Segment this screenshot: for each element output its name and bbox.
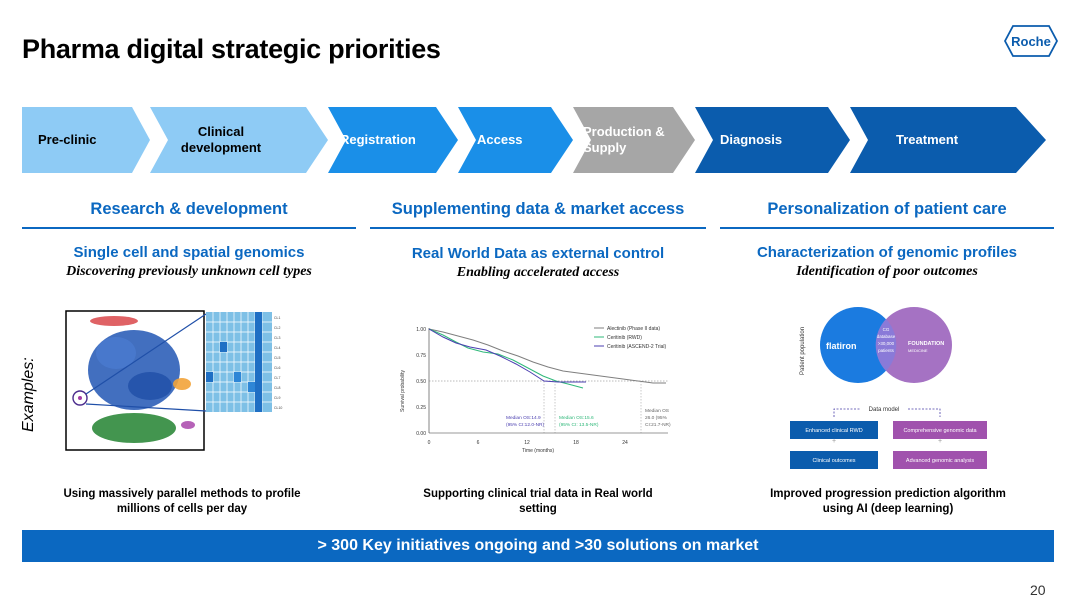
svg-text:CL9: CL9 bbox=[274, 396, 280, 400]
svg-text:CL2: CL2 bbox=[274, 326, 280, 330]
step-access: Access bbox=[477, 132, 523, 147]
box-advanced-genomic-analysis: Advanced genomic analysis bbox=[906, 458, 974, 464]
svg-text:24: 24 bbox=[622, 440, 628, 446]
svg-text:1.00: 1.00 bbox=[416, 327, 426, 333]
data-model-label: Data model bbox=[869, 407, 900, 413]
column-header-market-access: Supplementing data & market access bbox=[391, 200, 685, 218]
venn-ylabel: Patient population bbox=[800, 327, 806, 375]
key-initiatives-banner: > 300 Key initiatives ongoing and >30 so… bbox=[22, 530, 1054, 562]
svg-text:CL6: CL6 bbox=[274, 366, 280, 370]
caption-market-access: Supporting clinical trial data in Real w… bbox=[423, 488, 653, 515]
page-title: Pharma digital strategic priorities bbox=[22, 34, 441, 64]
svg-text:CI:21.7-NR): CI:21.7-NR) bbox=[645, 422, 671, 428]
step-pre-clinic: Pre-clinic bbox=[38, 132, 97, 147]
caption-rnd: Using massively parallel methods to prof… bbox=[63, 488, 301, 515]
svg-text:0.00: 0.00 bbox=[416, 431, 426, 437]
svg-text:CG: CG bbox=[883, 327, 890, 332]
svg-text:18: 18 bbox=[573, 440, 579, 446]
column-rule-patient-care bbox=[720, 227, 1054, 229]
svg-text:26.0 (95%: 26.0 (95% bbox=[645, 415, 668, 421]
svg-text:+: + bbox=[938, 438, 942, 445]
km-survival-chart: Survival probability 1.00 0.75 0.50 0.25… bbox=[400, 326, 671, 454]
column-rule-market-access bbox=[370, 227, 706, 229]
svg-text:CL3: CL3 bbox=[274, 336, 280, 340]
svg-text:CL10: CL10 bbox=[274, 406, 282, 410]
svg-text:MEDICINE: MEDICINE bbox=[908, 348, 928, 353]
svg-text:Median OS:15.6: Median OS:15.6 bbox=[559, 415, 594, 421]
km-ylabel: Survival probability bbox=[400, 370, 406, 412]
svg-text:Roche: Roche bbox=[1011, 34, 1051, 49]
svg-text:0.25: 0.25 bbox=[416, 405, 426, 411]
italic-single-cell: Discovering previously unknown cell type… bbox=[66, 264, 312, 279]
subtitle-single-cell: Single cell and spatial genomics bbox=[73, 244, 305, 261]
svg-text:Median OS: Median OS bbox=[645, 408, 669, 414]
svg-text:6: 6 bbox=[477, 440, 480, 446]
svg-text:0.75: 0.75 bbox=[416, 353, 426, 359]
svg-text:(95% CI:12.0-NR): (95% CI:12.0-NR) bbox=[506, 422, 545, 428]
km-curve-ceritinib-ascend bbox=[428, 328, 586, 383]
foundation-medicine-logo: FOUNDATION bbox=[908, 341, 944, 347]
column-header-patient-care: Personalization of patient care bbox=[767, 200, 1007, 218]
km-legend-ceritinib-ascend: Ceritinib (ASCEND-2 Trial) bbox=[607, 344, 667, 350]
km-xlabel: Time (months) bbox=[522, 448, 554, 454]
caption-patient-care: Improved progression prediction algorith… bbox=[770, 488, 1006, 515]
roche-logo: Roche bbox=[1004, 25, 1058, 57]
svg-text:CL8: CL8 bbox=[274, 386, 280, 390]
step-treatment: Treatment bbox=[896, 132, 959, 147]
venn-data-model: Patient population flatiron FOUNDATION M… bbox=[790, 307, 987, 469]
km-legend-ceritinib-rwd: Ceritinib (RWD) bbox=[607, 335, 642, 341]
examples-label: Examples: bbox=[20, 357, 37, 432]
svg-text:(95% CI: 13.5-NR): (95% CI: 13.5-NR) bbox=[559, 422, 599, 428]
chevron-production-supply bbox=[573, 107, 695, 173]
svg-text:0.50: 0.50 bbox=[416, 379, 426, 385]
pipeline-chevrons bbox=[22, 107, 1046, 173]
km-legend-alectinib: Alectinib (Phase II data) bbox=[607, 326, 660, 332]
chevron-access bbox=[458, 107, 573, 173]
chevron-registration bbox=[328, 107, 458, 173]
km-curve-alectinib bbox=[428, 328, 666, 384]
svg-text:>30,000: >30,000 bbox=[878, 341, 895, 346]
box-clinical-outcomes: Clinical outcomes bbox=[812, 458, 855, 464]
svg-text:CL4: CL4 bbox=[274, 346, 280, 350]
svg-text:CL1: CL1 bbox=[274, 316, 280, 320]
step-clinical-development: Clinical development bbox=[180, 124, 262, 155]
box-comprehensive-genomic-data: Comprehensive genomic data bbox=[903, 428, 977, 434]
chevron-pre-clinic bbox=[22, 107, 150, 173]
svg-text:Median OS:14.9: Median OS:14.9 bbox=[506, 415, 541, 421]
italic-genomic-profiles: Identification of poor outcomes bbox=[796, 264, 978, 279]
svg-text:12: 12 bbox=[524, 440, 530, 446]
svg-text:CL5: CL5 bbox=[274, 356, 280, 360]
chevron-treatment bbox=[850, 107, 1046, 173]
subtitle-genomic-profiles: Characterization of genomic profiles bbox=[756, 244, 1018, 261]
column-header-rnd: Research & development bbox=[90, 200, 288, 218]
chevron-diagnosis bbox=[695, 107, 850, 173]
italic-rwd: Enabling accelerated access bbox=[456, 265, 620, 280]
step-production-supply: Production & Supply bbox=[583, 124, 665, 155]
svg-text:CL7: CL7 bbox=[274, 376, 280, 380]
svg-text:0: 0 bbox=[428, 440, 431, 446]
chevron-clinical-development bbox=[150, 107, 328, 173]
step-registration: Registration bbox=[340, 132, 416, 147]
svg-text:+: + bbox=[832, 438, 836, 445]
subtitle-rwd: Real World Data as external control bbox=[411, 245, 665, 262]
flatiron-logo: flatiron bbox=[826, 341, 857, 351]
column-rule-rnd bbox=[22, 227, 356, 229]
svg-text:patients: patients bbox=[878, 348, 895, 353]
svg-text:database: database bbox=[877, 334, 896, 339]
page-number: 20 bbox=[1030, 582, 1046, 598]
box-enhanced-clinical-rwd: Enhanced clinical RWD bbox=[805, 428, 862, 434]
step-diagnosis: Diagnosis bbox=[720, 132, 783, 147]
